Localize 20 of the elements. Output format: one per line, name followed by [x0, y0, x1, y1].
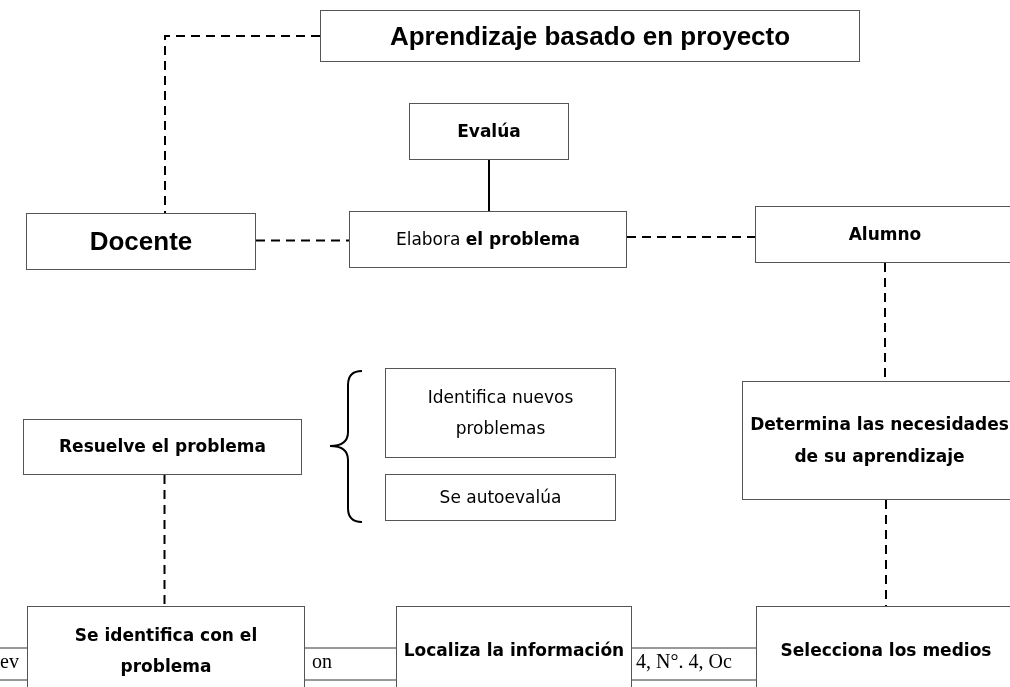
- connector-line: [488, 159, 490, 212]
- text-box: Docente: [26, 213, 256, 270]
- text-box: Resuelve el problema: [23, 419, 302, 475]
- text-box: Elabora el problema: [349, 211, 627, 268]
- footer-text: ev: [0, 650, 19, 673]
- text-box: Se autoevalúa: [385, 474, 616, 521]
- text-box: Aprendizaje basado en proyecto: [320, 10, 860, 62]
- dashed-connector: [164, 35, 321, 214]
- text-box: Localiza la información: [396, 606, 632, 687]
- text-box: Selecciona los medios: [756, 606, 1010, 687]
- text-box: Se identifica con el problema: [27, 606, 305, 687]
- dashed-connector: [626, 236, 756, 238]
- text-box: Evalúa: [409, 103, 569, 160]
- text-box: Alumno: [755, 206, 1010, 263]
- footer-text: 4, N°. 4, Oc: [636, 650, 732, 673]
- dashed-connector: [255, 239, 350, 242]
- dashed-connector: [163, 474, 166, 607]
- text-box: Identifica nuevos problemas: [385, 368, 616, 458]
- text-box: Determina las necesidades de su aprendizaje: [742, 381, 1010, 500]
- footer-text: on: [312, 650, 332, 673]
